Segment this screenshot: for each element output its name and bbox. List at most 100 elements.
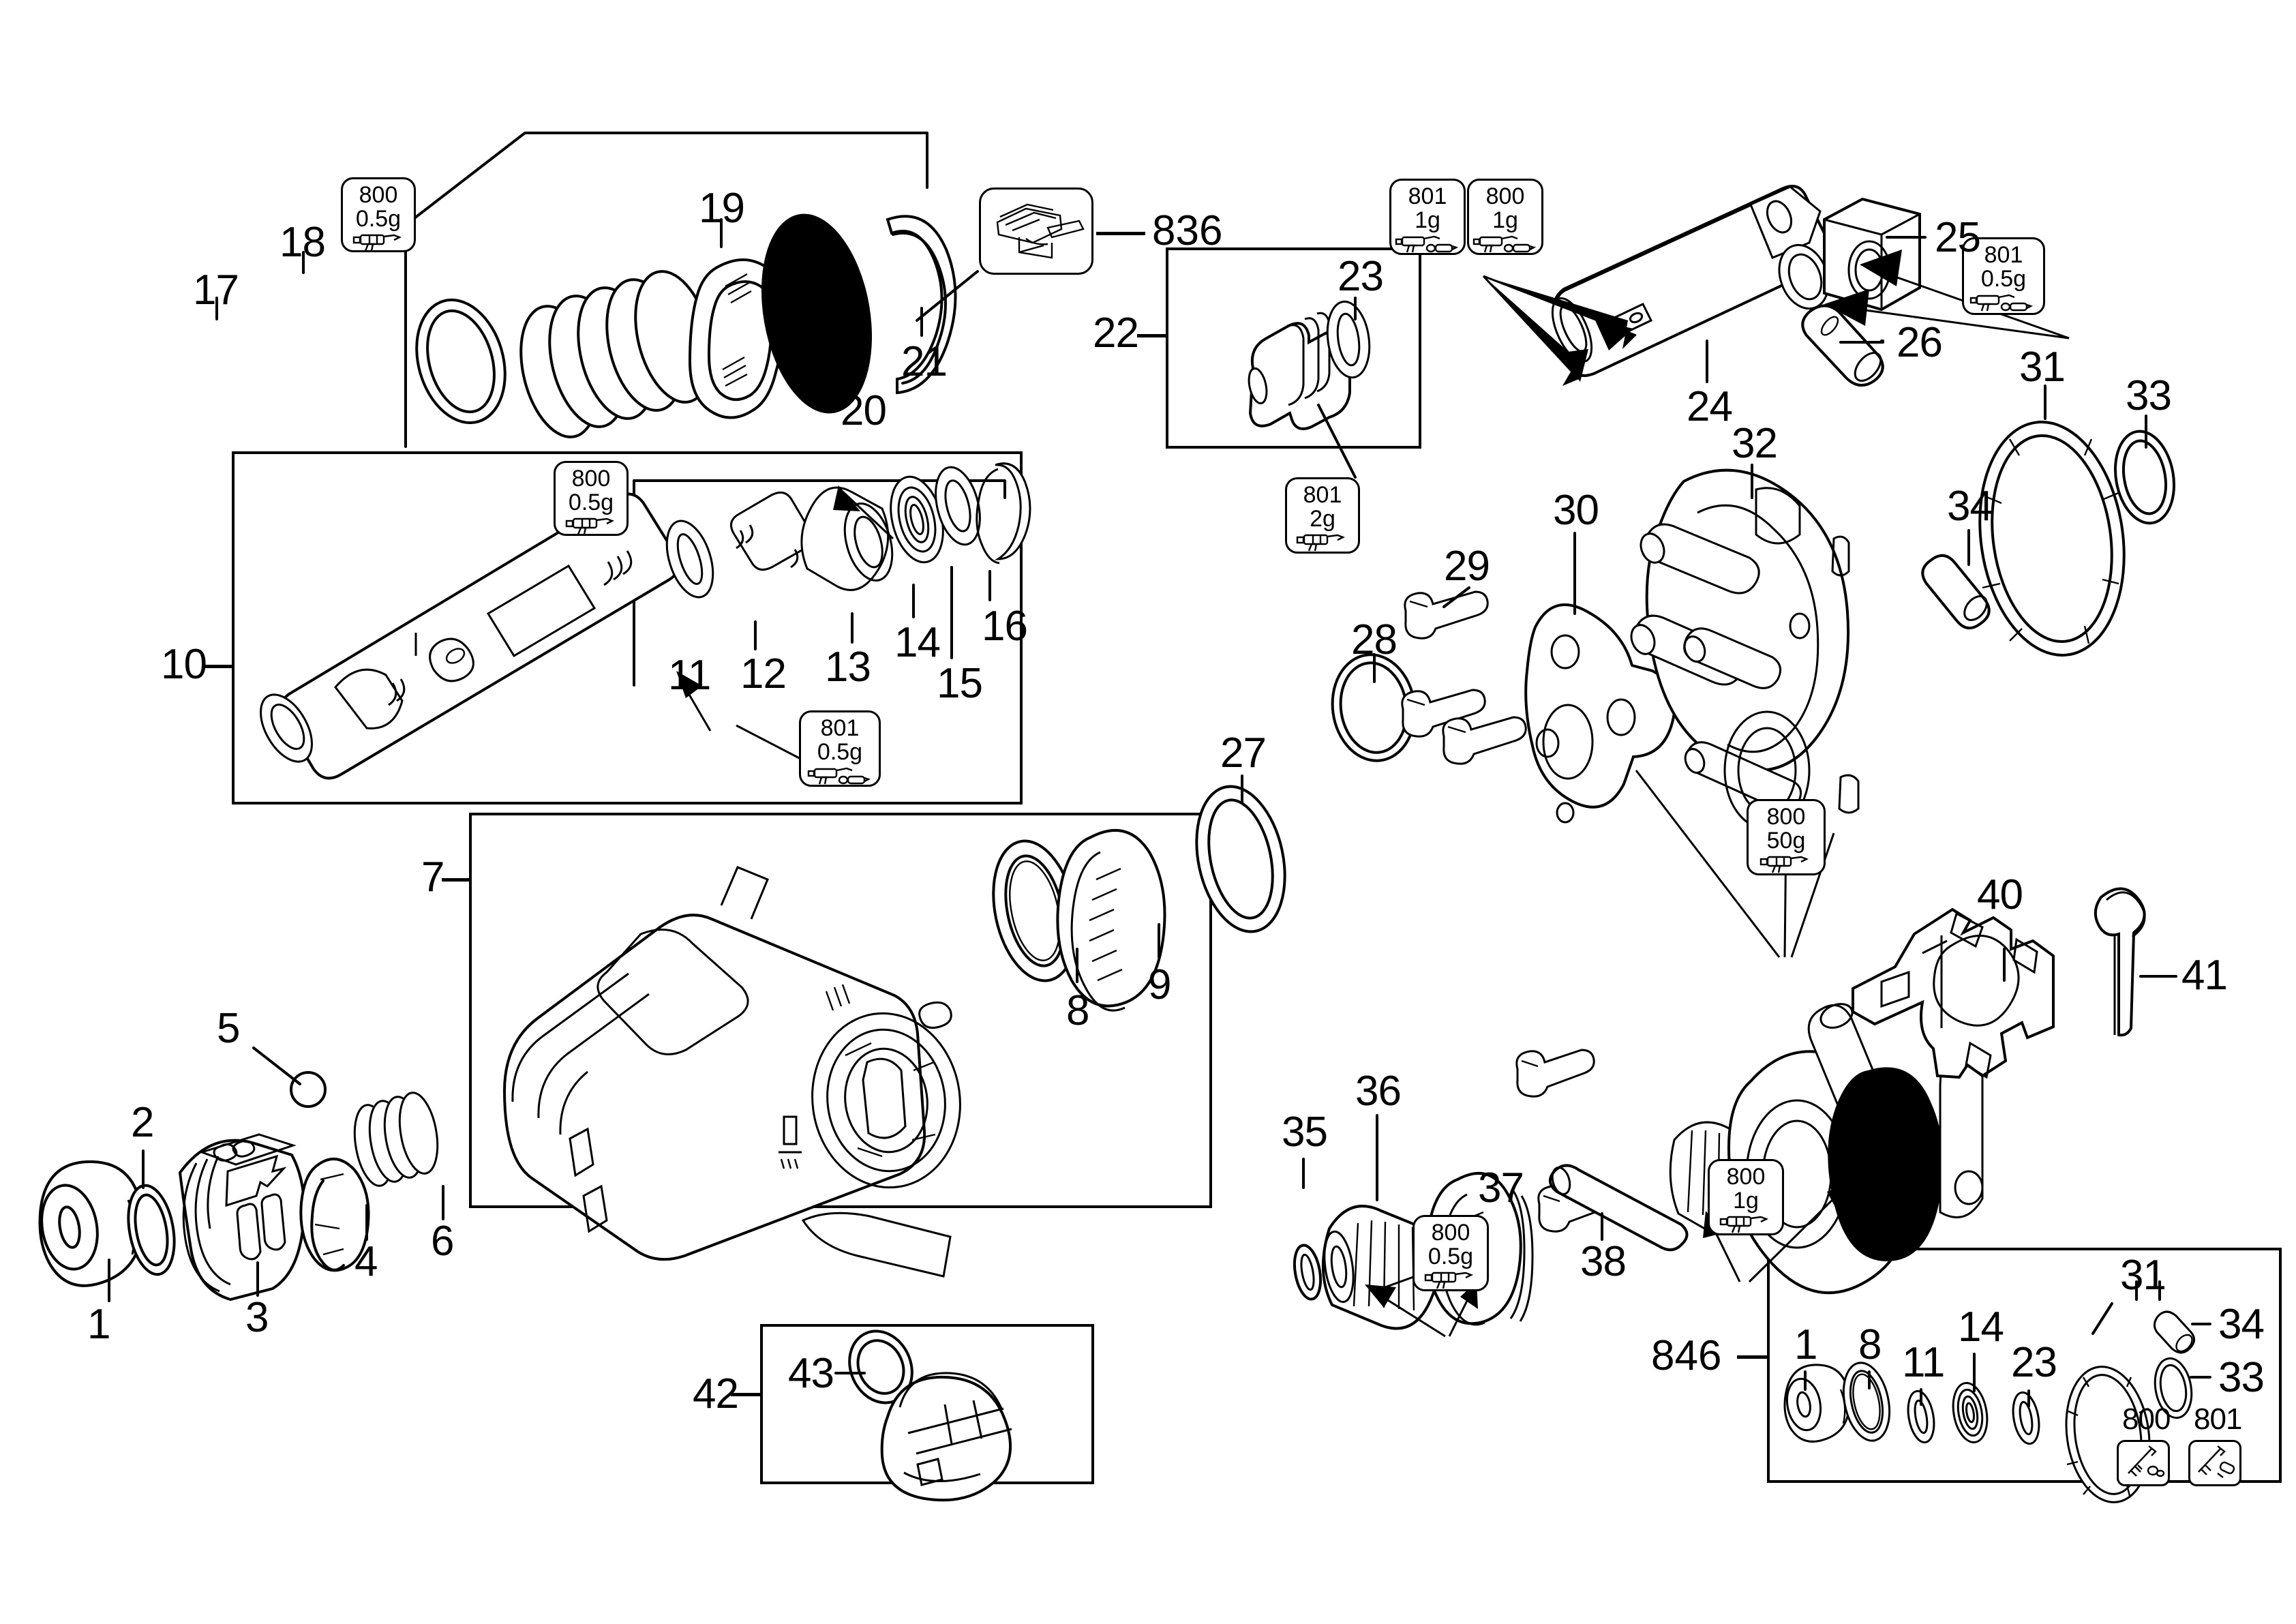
group-box-22 — [1166, 247, 1421, 449]
part-16-snap-ring — [976, 462, 1031, 565]
part-label-33: 33 — [2126, 372, 2172, 419]
part-label-28: 28 — [1351, 616, 1398, 663]
part-39-gear-shaft — [1549, 1003, 1984, 1295]
grease-gun-icon — [2128, 1445, 2165, 1477]
detail-box-836 — [979, 187, 1093, 275]
callout-800-05g-a: 800 0.5g — [341, 177, 416, 252]
part-40-lever — [1852, 907, 2055, 1079]
part-label-24: 24 — [1687, 383, 1733, 430]
part-label-18: 18 — [280, 219, 326, 266]
callout-kit-801 — [2188, 1440, 2241, 1486]
callout-801-05g-b: 801 0.5g — [1962, 237, 2045, 315]
part-32-gearcase — [1630, 468, 1860, 860]
part-label-32: 32 — [1732, 420, 1778, 467]
callout-800-1g-a: 800 1g — [1467, 179, 1543, 255]
leader-10 — [205, 665, 233, 668]
part-label-41: 41 — [2181, 952, 2228, 999]
callout-amount: 2g — [1310, 505, 1335, 532]
callout-code: 801 — [1984, 242, 2023, 268]
part-7-housing — [502, 866, 961, 1278]
part-27-ring — [1195, 785, 1286, 933]
callout-800-50g: 800 50g — [1747, 799, 1826, 875]
part-label-31: 31 — [2019, 344, 2066, 391]
part-26-pin — [1801, 304, 1884, 387]
part-label-836: 836 — [1152, 207, 1223, 254]
part-33-oring-small — [2113, 430, 2176, 525]
callout-amount: 0.5g — [1980, 265, 2027, 292]
part-label-19: 19 — [699, 185, 745, 232]
grease-gun-icon — [1472, 236, 1537, 253]
callout-amount: 0.5g — [817, 738, 863, 765]
part-34-pin — [1921, 554, 1991, 629]
part-19-washer — [688, 258, 785, 419]
bracket-top-left — [404, 132, 928, 448]
part-42-knob — [880, 1372, 1012, 1502]
part-label-1: 1 — [87, 1301, 110, 1348]
callout-code: 801 — [1303, 482, 1342, 508]
part-label-10: 10 — [161, 641, 207, 688]
part-label-3: 3 — [245, 1294, 269, 1341]
kit-label-33: 33 — [2218, 1354, 2265, 1401]
part-17-oring — [415, 298, 507, 425]
kit-part-11 — [1907, 1389, 1935, 1444]
part-label-23: 23 — [1338, 253, 1384, 300]
part-label-22: 22 — [1093, 310, 1139, 357]
callout-amount: 0.5g — [568, 489, 614, 515]
part-9-needle-bearing — [1056, 828, 1166, 1012]
grease-gun-icon — [2198, 1445, 2235, 1478]
callout-amount: 1g — [1415, 207, 1440, 233]
callout-amount: 50g — [1766, 827, 1806, 854]
part-25-block — [1823, 197, 1921, 312]
callout-801-1g: 801 1g — [1389, 179, 1466, 255]
grease-gun-icon — [1424, 1272, 1473, 1289]
part-43-oring — [848, 1329, 913, 1404]
leader-22 — [1137, 334, 1167, 337]
kit-label-11: 11 — [1902, 1339, 1945, 1386]
part-20-clutch-gear — [761, 213, 873, 414]
group-box-10 — [232, 451, 1023, 805]
kit-label-1: 1 — [1794, 1321, 1817, 1368]
part-31-oring-large — [1978, 421, 2126, 657]
part-label-20: 20 — [841, 387, 887, 434]
part-29-screws — [1401, 590, 1527, 765]
leader-42 — [731, 1393, 761, 1396]
leaders-35-41 — [1302, 948, 2177, 1241]
kit-callout-800-label: 800 — [2122, 1402, 2171, 1436]
part-1-cap — [38, 1160, 144, 1287]
part-label-16: 16 — [982, 603, 1028, 650]
callout-code: 800 — [1485, 183, 1525, 209]
callout-amount: 1g — [1733, 1187, 1759, 1214]
kit-part-14 — [1952, 1381, 1989, 1444]
part-label-21: 21 — [901, 338, 948, 385]
part-30-bracket — [1524, 603, 1676, 824]
part-label-43: 43 — [788, 1350, 834, 1397]
kit-label-8: 8 — [1858, 1321, 1882, 1368]
part-label-37: 37 — [1478, 1164, 1524, 1212]
part-6-spring — [353, 1092, 439, 1187]
part-label-36: 36 — [1355, 1068, 1402, 1115]
kit-part-8 — [1842, 1362, 1891, 1442]
arrow-grease-to-24 — [1482, 275, 1637, 386]
part-41-clip — [2094, 887, 2146, 1037]
callout-800-05g-b: 800 0.5g — [554, 461, 629, 536]
part-label-7: 7 — [421, 854, 444, 901]
kit-label-31: 31 — [2120, 1252, 2166, 1299]
part-label-13: 13 — [825, 644, 871, 691]
part-label-42: 42 — [693, 1370, 739, 1417]
part-24-cylinder — [1551, 185, 1833, 377]
leader-7 — [442, 878, 470, 882]
group-box-846 — [1767, 1248, 2282, 1483]
grease-gun-icon — [352, 235, 402, 252]
brush-holder-icon — [996, 203, 1085, 259]
part-10-spindle — [260, 462, 1031, 780]
grease-gun-icon — [807, 768, 871, 785]
callout-amount: 0.5g — [355, 205, 402, 232]
callout-801-05g-a: 801 0.5g — [799, 710, 881, 787]
kit-label-14: 14 — [1958, 1304, 2004, 1351]
part-22-assembly — [1248, 300, 1371, 430]
part-label-5: 5 — [217, 1005, 240, 1052]
part-label-6: 6 — [431, 1218, 454, 1265]
callout-code: 800 — [1766, 804, 1806, 830]
callout-kit-800 — [2117, 1440, 2170, 1486]
